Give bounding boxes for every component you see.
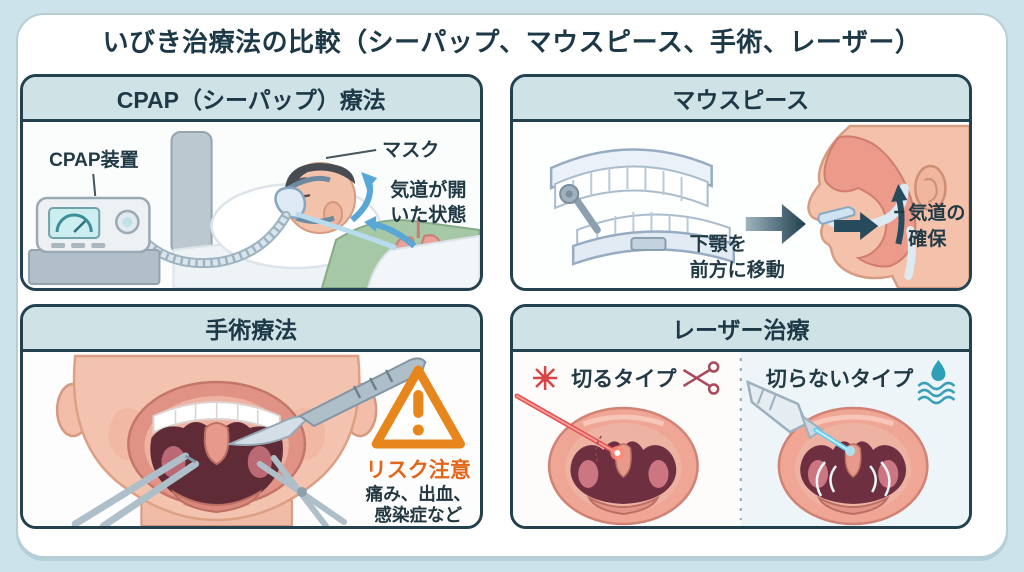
scalpel [225, 357, 427, 446]
airflow-arrows [295, 172, 417, 251]
scissors-icon [682, 361, 719, 395]
warning-block: リスク注意 痛み、出血、 感染症など [366, 365, 471, 525]
cutting-label: 切るタイプ [571, 368, 677, 391]
laser-burst-icon [532, 366, 557, 390]
cpap-tube [140, 211, 291, 269]
nightstand [28, 249, 161, 285]
panel-cpap-illustration: CPAP装置 マスク 気道が開 いた状態 [23, 122, 480, 288]
surgery-scene: リスク注意 痛み、出血、 感染症など [23, 352, 480, 526]
mask-label: マスク [382, 139, 439, 161]
panel-laser-illustration: 切るタイプ [512, 352, 969, 526]
cutting-type-section: 切るタイプ [514, 361, 719, 525]
panel-cpap: CPAP（シーパップ）療法 [20, 74, 483, 291]
cpap-machine [35, 196, 151, 254]
mouthpiece-scene: 下顎を 前方に移動 気道の 確保 [512, 122, 969, 288]
scissors [256, 455, 348, 526]
blue-laser-beam [812, 427, 855, 456]
risk-title: リスク注意 [366, 458, 471, 482]
airway-secure-label-line2: 確保 [908, 227, 947, 250]
red-laser-beam [514, 393, 624, 463]
non-cutting-type-section: 切らないタイプ [745, 360, 955, 524]
cpap-scene: CPAP装置 マスク 気道が開 いた状態 [23, 122, 480, 288]
machine-screen [48, 207, 101, 239]
cpap-device-label: CPAP装置 [49, 148, 139, 171]
uvula [203, 422, 230, 466]
arrow-right-icon [745, 204, 806, 244]
airway-up-arrow-icon [894, 199, 905, 245]
cpap-labels: CPAP装置 マスク 気道が開 いた状態 [49, 139, 466, 226]
jaw-label-line2: 前方に移動 [689, 258, 784, 281]
airway-open-label-line2: いた状態 [390, 203, 466, 226]
risk-line2: 感染症など [374, 505, 462, 525]
panel-laser: レーザー治療 [509, 304, 972, 529]
panel-laser-title: レーザー治療 [671, 317, 810, 343]
tongue [171, 489, 263, 514]
panel-cpap-header: CPAP（シーパップ）療法 [23, 77, 480, 122]
water-wave-icon [916, 360, 955, 405]
panel-surgery-illustration: リスク注意 痛み、出血、 感染症など [23, 352, 480, 526]
laser-handpiece [745, 379, 824, 440]
panel-mouthpiece: マウスピース [509, 74, 972, 291]
jaw-label-line1: 下顎を [689, 233, 746, 255]
mouthpiece-device [549, 148, 735, 266]
ear [913, 164, 947, 212]
panel-laser-header: レーザー治療 [512, 307, 969, 352]
panel-surgery-title: 手術療法 [205, 317, 298, 343]
non-cutting-label: 切らないタイプ [765, 368, 913, 391]
panel-cpap-title: CPAP（シーパップ）療法 [116, 87, 386, 113]
risk-line1: 痛み、出血、 [366, 484, 471, 504]
panel-surgery: 手術療法 [20, 304, 483, 529]
head-cross-section [806, 124, 969, 288]
airway-secure-label-line1: 気道の [908, 201, 965, 224]
jaw-forward-arrow-icon [833, 212, 878, 240]
panel-grid: CPAP（シーパップ）療法 [20, 74, 972, 529]
tightening-waves [815, 461, 891, 497]
page-title: いびき治療法の比較（シーパップ、マウスピース、手術、レーザー） [102, 27, 922, 57]
mouthpiece-labels: 下顎を 前方に移動 気道の 確保 [689, 201, 965, 281]
oral-anatomy [823, 135, 916, 268]
panel-surgery-header: 手術療法 [23, 307, 480, 352]
panel-mouthpiece-illustration: 下顎を 前方に移動 気道の 確保 [512, 122, 969, 288]
panel-mouthpiece-title: マウスピース [672, 87, 810, 113]
airway-open-label-line1: 気道が開 [390, 178, 466, 201]
laser-scene: 切るタイプ [512, 352, 969, 526]
panel-mouthpiece-header: マウスピース [512, 77, 969, 122]
blanket [367, 234, 480, 288]
mouthpiece-in-mouth [816, 205, 856, 226]
forceps [71, 452, 200, 526]
